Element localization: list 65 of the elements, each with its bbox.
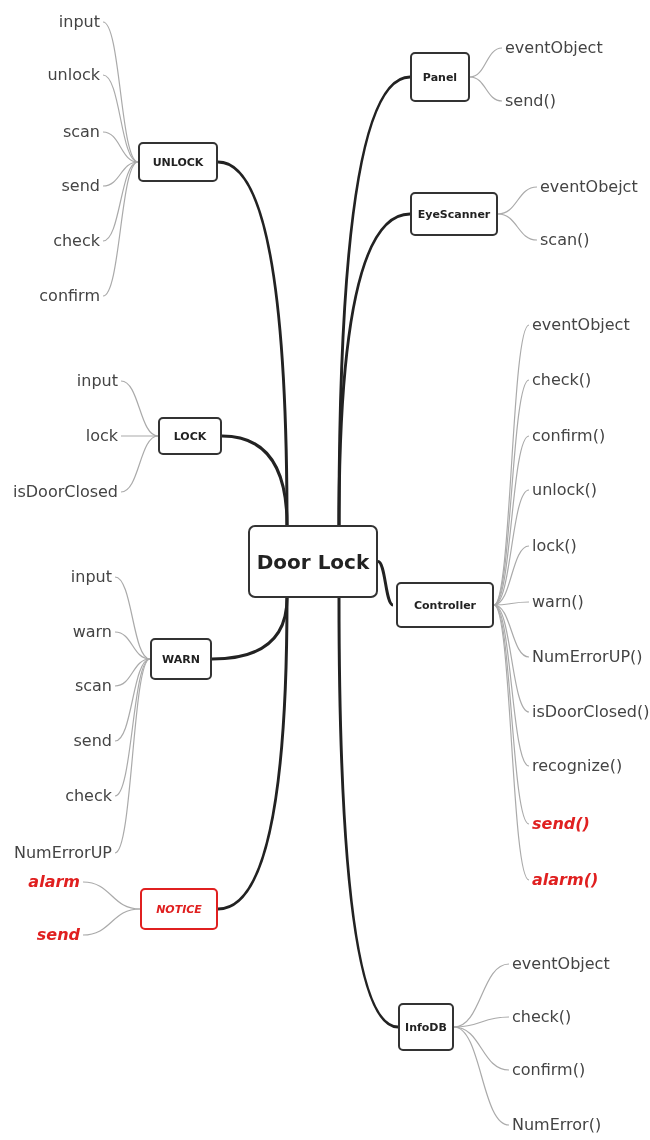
connector-line xyxy=(114,658,151,854)
method-label: confirm xyxy=(39,286,100,306)
connector-line xyxy=(102,161,139,297)
connector-line xyxy=(102,21,139,163)
method-label: eventObejct xyxy=(540,177,638,197)
connector-line xyxy=(337,598,399,1029)
method-label: scan() xyxy=(540,230,590,250)
connector-line xyxy=(453,1026,510,1126)
connector-line xyxy=(493,604,530,881)
topic-box: WARN xyxy=(150,638,212,680)
connector-line xyxy=(497,213,538,241)
method-label: check xyxy=(53,231,100,251)
method-label: confirm() xyxy=(532,426,606,446)
connector-line xyxy=(120,435,159,493)
method-label: isDoorClosed() xyxy=(532,702,650,722)
method-label: NumErrorUP xyxy=(13,843,112,863)
method-label: eventObject xyxy=(505,38,603,58)
method-label: eventObject xyxy=(532,315,630,335)
method-label: unlock() xyxy=(532,480,598,500)
method-label: input xyxy=(70,567,112,587)
method-label: check xyxy=(65,786,112,806)
method-label: warn() xyxy=(532,592,584,612)
method-label: send() xyxy=(532,814,590,834)
connector-line xyxy=(82,908,141,936)
method-label: scan xyxy=(62,122,100,142)
connector-line xyxy=(493,324,530,606)
topic-box: UNLOCK xyxy=(138,142,218,182)
method-label: isDoorClosed xyxy=(13,482,118,502)
method-label: recognize() xyxy=(532,756,623,776)
method-label: lock() xyxy=(532,536,577,556)
method-label: input xyxy=(58,12,100,32)
method-label: NumError() xyxy=(512,1115,602,1135)
method-label: NumErrorUP() xyxy=(532,647,643,667)
connector-line xyxy=(114,658,151,797)
method-label: send xyxy=(36,925,80,945)
method-label: send() xyxy=(505,91,556,111)
topic-box: Panel xyxy=(410,52,470,102)
connector-line xyxy=(469,47,503,78)
method-label: eventObject xyxy=(512,954,610,974)
topic-box: NOTICE xyxy=(140,888,218,930)
connector-line xyxy=(469,76,503,102)
topic-box: InfoDB xyxy=(398,1003,454,1051)
method-label: input xyxy=(76,371,118,391)
method-label: warn xyxy=(72,622,112,642)
method-label: scan xyxy=(74,676,112,696)
method-label: send xyxy=(73,731,112,751)
method-label: check() xyxy=(512,1007,572,1027)
connector-line xyxy=(217,598,289,911)
method-label: alarm() xyxy=(532,870,599,890)
method-label: lock xyxy=(85,426,118,446)
method-label: confirm() xyxy=(512,1060,586,1080)
connector-line xyxy=(497,186,538,215)
topic-box: LOCK xyxy=(158,417,222,455)
method-label: alarm xyxy=(28,872,80,892)
topic-box: EyeScanner xyxy=(410,192,498,236)
method-label: send xyxy=(61,176,100,196)
topic-box: Controller xyxy=(396,582,494,628)
central-topic-box: Door Lock xyxy=(248,525,378,598)
connector-line xyxy=(493,379,530,606)
connector-line xyxy=(377,560,394,607)
method-label: unlock xyxy=(47,65,100,85)
connector-line xyxy=(221,434,289,526)
connector-line xyxy=(120,435,159,437)
connector-line xyxy=(337,212,411,525)
method-label: check() xyxy=(532,370,592,390)
